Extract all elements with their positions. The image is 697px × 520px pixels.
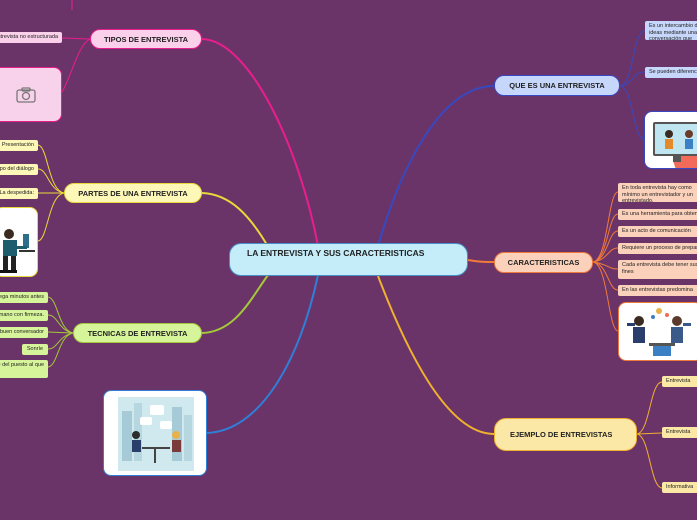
leaf-sonrie[interactable]: Sonríe [22,344,48,355]
leaf-intercambio-de-ideas[interactable]: Es un intercambio de ideas mediante una … [645,21,697,40]
leaf-predomina[interactable]: En las entrevistas predomina [618,285,697,296]
leaf-la-despedida[interactable]: La despedida: [0,188,38,199]
leaf-entrevista-2[interactable]: Entrevista [662,427,697,438]
leaf-presentacion[interactable]: Presentación [0,140,38,151]
leaf-entrevista-no-estructurada[interactable]: Entrevista no estructurada [0,32,62,43]
leaf-proceso-de-preparacion[interactable]: Requiere un proceso de preparación [618,243,697,254]
leaf-llega-minutos-antes[interactable]: Llega minutos antes [0,292,48,303]
leaf-entrevistador-y-entrevistado[interactable]: En toda entrevista hay como mínimo un en… [618,183,697,202]
image-placeholder[interactable] [0,67,62,122]
leaf-cuerpo-del-dialogo[interactable]: Cuerpo del diálogo [0,164,38,175]
link-ejemplo [377,275,495,435]
leaf-sus-fines[interactable]: Cada entrevista debe tener sus fines [618,260,697,279]
link-tipos [201,38,319,247]
link-partes [201,192,271,251]
leaf-da-la-mano-con-firmeza[interactable]: Da la mano con firmeza. [0,310,48,321]
leaf-se-pueden-diferenciar[interactable]: Se pueden diferenciar [645,67,697,78]
branch-ejemplo-de-entrevistas[interactable]: EJEMPLO DE ENTREVISTAS [494,418,637,451]
image-video-call [644,111,697,169]
leaf-informativa[interactable]: Informativa [662,482,697,493]
leaf-herramienta-para-obtener[interactable]: Es una herramienta para obtener [618,209,697,220]
leaf-acto-de-comunicacion[interactable]: Es un acto de comunicación [618,226,697,237]
link-image-left [205,274,319,434]
branch-caracteristicas[interactable]: CARACTERISTICAS [494,252,593,273]
link-caracteristicas [467,259,495,263]
central-topic[interactable]: LA ENTREVISTA Y SUS CARACTERISTICAS [229,243,468,276]
branch-que-es-una-entrevista[interactable]: QUE ES UNA ENTREVISTA [494,75,620,96]
leaf-se-un-buen-conversador[interactable]: Sé un buen conversador [0,327,48,338]
camera-icon [16,86,36,103]
link-tecnicas [201,274,269,334]
image-person-at-desk [0,207,38,277]
image-interview-meeting [103,390,207,476]
leaf-informate-del-puesto[interactable]: Infórmate del puesto al que [0,360,48,378]
branch-tecnicas-de-entrevista[interactable]: TECNICAS DE ENTREVISTA [73,323,202,343]
leaf-entrevista-1[interactable]: Entrevista [662,376,697,387]
image-business-discussion [618,302,697,361]
branch-partes-de-una-entrevista[interactable]: PARTES DE UNA ENTREVISTA [64,183,202,203]
link-que-es [377,85,495,247]
branch-tipos-de-entrevista[interactable]: TIPOS DE ENTREVISTA [90,29,202,49]
